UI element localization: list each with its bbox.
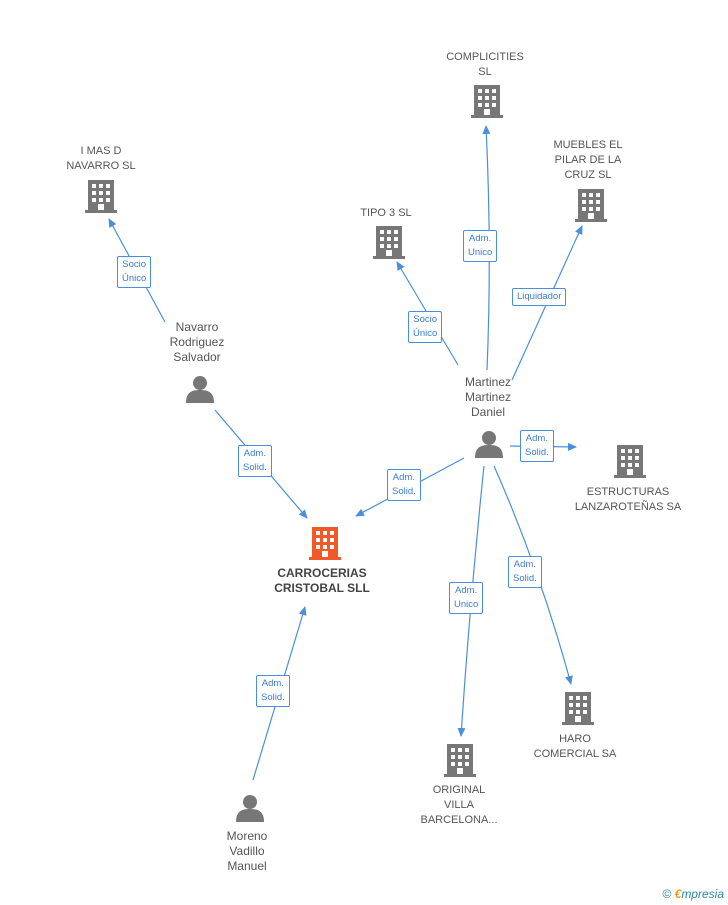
role-label-adm-solid: Adm. Solid. bbox=[508, 556, 542, 588]
building-icon-haro[interactable] bbox=[562, 692, 594, 725]
person-icon-navarro[interactable] bbox=[186, 376, 214, 403]
company-label-original[interactable]: ORIGINAL VILLA BARCELONA... bbox=[420, 784, 498, 826]
building-icon-complicities[interactable] bbox=[471, 85, 503, 118]
building-icon-imas[interactable] bbox=[85, 180, 117, 213]
person-icon-moreno[interactable] bbox=[236, 795, 264, 822]
role-label-adm-unico: Adm. Unico bbox=[463, 230, 498, 262]
role-label-liquidador: Liquidador bbox=[512, 288, 567, 306]
building-icon-original[interactable] bbox=[444, 744, 476, 777]
person-label-navarro[interactable]: Navarro Rodriguez Salvador bbox=[169, 320, 225, 364]
person-icon-martinez[interactable] bbox=[475, 431, 503, 458]
role-label-socio-unico: Socio Único bbox=[408, 311, 443, 343]
role-label-adm-solid: Adm. Solid. bbox=[520, 430, 554, 462]
empresia-e-icon: € bbox=[674, 887, 682, 901]
role-label-adm-solid: Adm. Solid. bbox=[256, 675, 290, 707]
person-label-martinez[interactable]: Martinez Martinez Daniel bbox=[464, 375, 511, 419]
building-icon-tipo3[interactable] bbox=[373, 226, 405, 259]
role-label-adm-unico: Adm. Unico bbox=[449, 582, 484, 614]
company-label-muebles[interactable]: MUEBLES EL PILAR DE LA CRUZ SL bbox=[553, 139, 623, 181]
building-icon-center[interactable] bbox=[309, 527, 341, 560]
empresia-brand-text: mpresia bbox=[681, 887, 724, 901]
building-icon-estructuras[interactable] bbox=[614, 445, 646, 478]
company-label-haro[interactable]: HARO COMERCIAL SA bbox=[533, 733, 617, 760]
role-label-socio-unico: Socio Único bbox=[117, 256, 152, 288]
role-label-adm-solid: Adm. Solid. bbox=[238, 445, 272, 477]
building-icon-muebles[interactable] bbox=[575, 189, 607, 222]
company-label-imas[interactable]: I MAS D NAVARRO SL bbox=[66, 145, 136, 172]
center-company-label[interactable]: CARROCERIAS CRISTOBAL SLL bbox=[274, 566, 370, 595]
company-label-estructuras[interactable]: ESTRUCTURAS LANZAROTEÑAS SA bbox=[574, 486, 682, 513]
role-label-adm-solid: Adm. Solid. bbox=[387, 469, 421, 501]
copyright-symbol: © bbox=[662, 887, 672, 901]
company-label-complicities[interactable]: COMPLICITIES SL bbox=[446, 51, 524, 78]
person-label-moreno[interactable]: Moreno Vadillo Manuel bbox=[226, 829, 268, 873]
company-label-tipo3[interactable]: TIPO 3 SL bbox=[360, 207, 412, 219]
empresia-logo[interactable]: © €mpresia bbox=[662, 887, 724, 901]
